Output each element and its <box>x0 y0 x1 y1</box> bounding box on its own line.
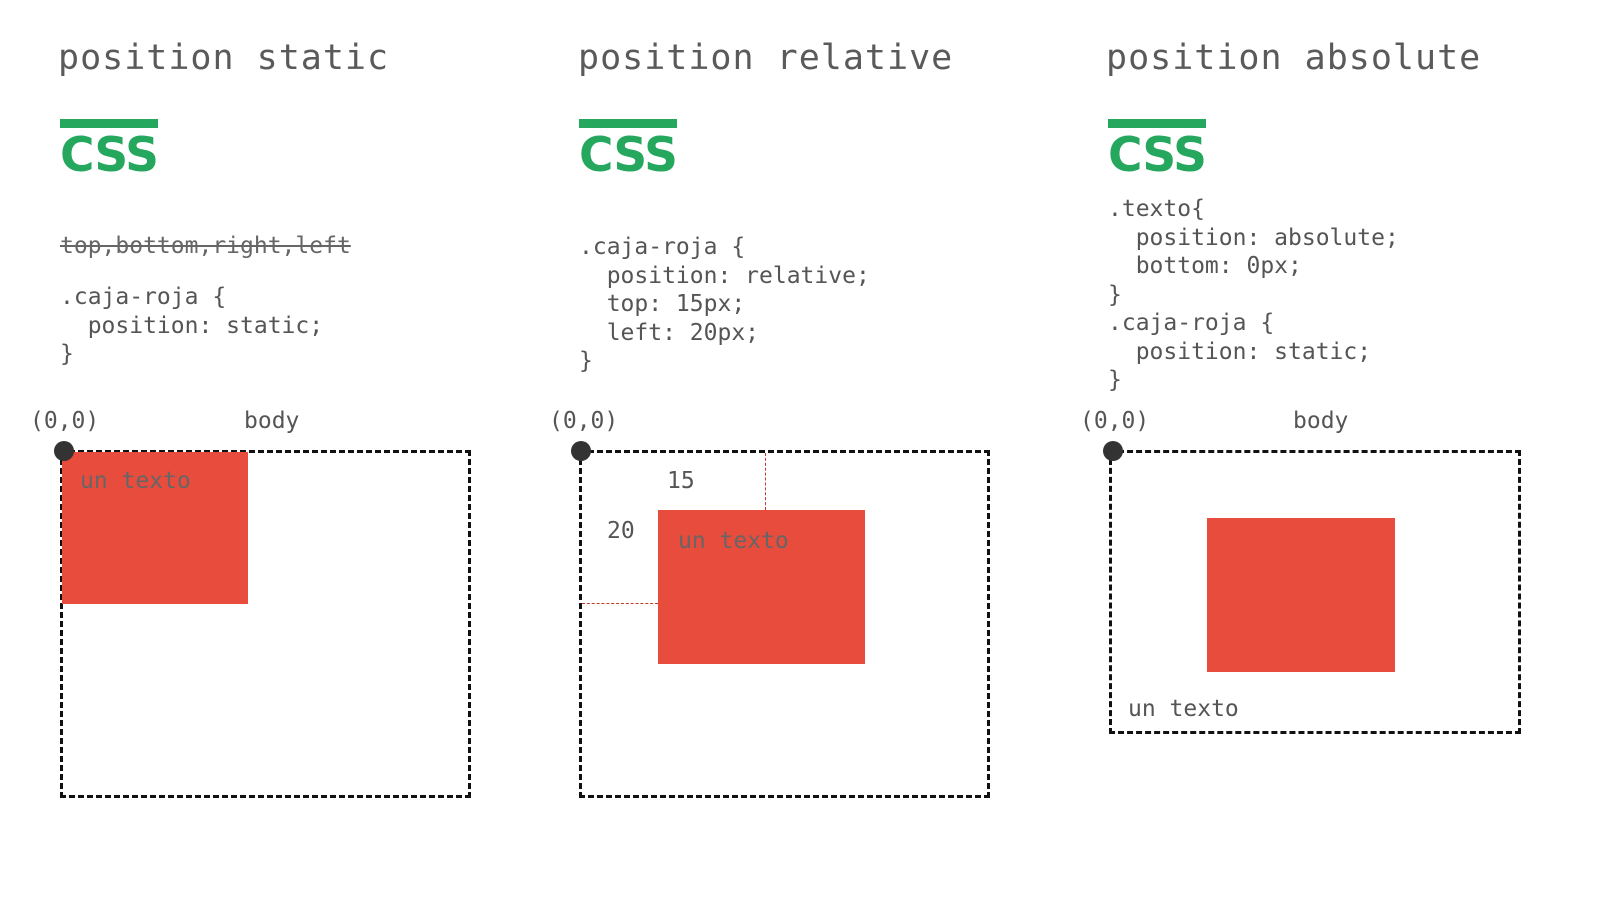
red-box <box>1207 518 1395 672</box>
css-logo: CSS <box>1108 128 1207 183</box>
origin-label: (0,0) <box>549 408 619 434</box>
red-box-text: un texto <box>678 528 789 554</box>
css-logo-bar <box>60 119 158 128</box>
body-label: body <box>1293 408 1349 434</box>
css-logo-bar <box>579 119 677 128</box>
left-offset-label: 20 <box>607 518 635 544</box>
origin-label: (0,0) <box>1080 408 1150 434</box>
static-code: .caja-roja { position: static; } <box>60 284 324 367</box>
body-label: body <box>244 408 300 434</box>
absolute-text: un texto <box>1128 696 1239 722</box>
left-offset-guide <box>582 603 658 604</box>
absolute-code: .texto{ position: absolute; bottom: 0px;… <box>1108 196 1399 393</box>
red-box <box>658 510 865 664</box>
panel-absolute-title: position absolute <box>1106 38 1482 78</box>
origin-dot <box>54 441 74 461</box>
body-container <box>60 450 471 798</box>
origin-dot <box>571 441 591 461</box>
origin-dot <box>1103 441 1123 461</box>
css-logo: CSS <box>60 128 159 183</box>
body-container <box>579 450 990 798</box>
css-logo-bar <box>1108 119 1206 128</box>
relative-code: .caja-roja { position: relative; top: 15… <box>579 234 870 374</box>
panel-static-title: position static <box>58 38 390 78</box>
body-container <box>1109 450 1521 734</box>
red-box <box>62 452 248 604</box>
struck-properties: top,bottom,right,left <box>60 233 351 259</box>
top-offset-label: 15 <box>667 468 695 494</box>
css-logo: CSS <box>579 128 678 183</box>
top-offset-guide <box>765 453 766 510</box>
panel-relative-title: position relative <box>578 38 954 78</box>
origin-label: (0,0) <box>30 408 100 434</box>
red-box-text: un texto <box>80 468 191 494</box>
